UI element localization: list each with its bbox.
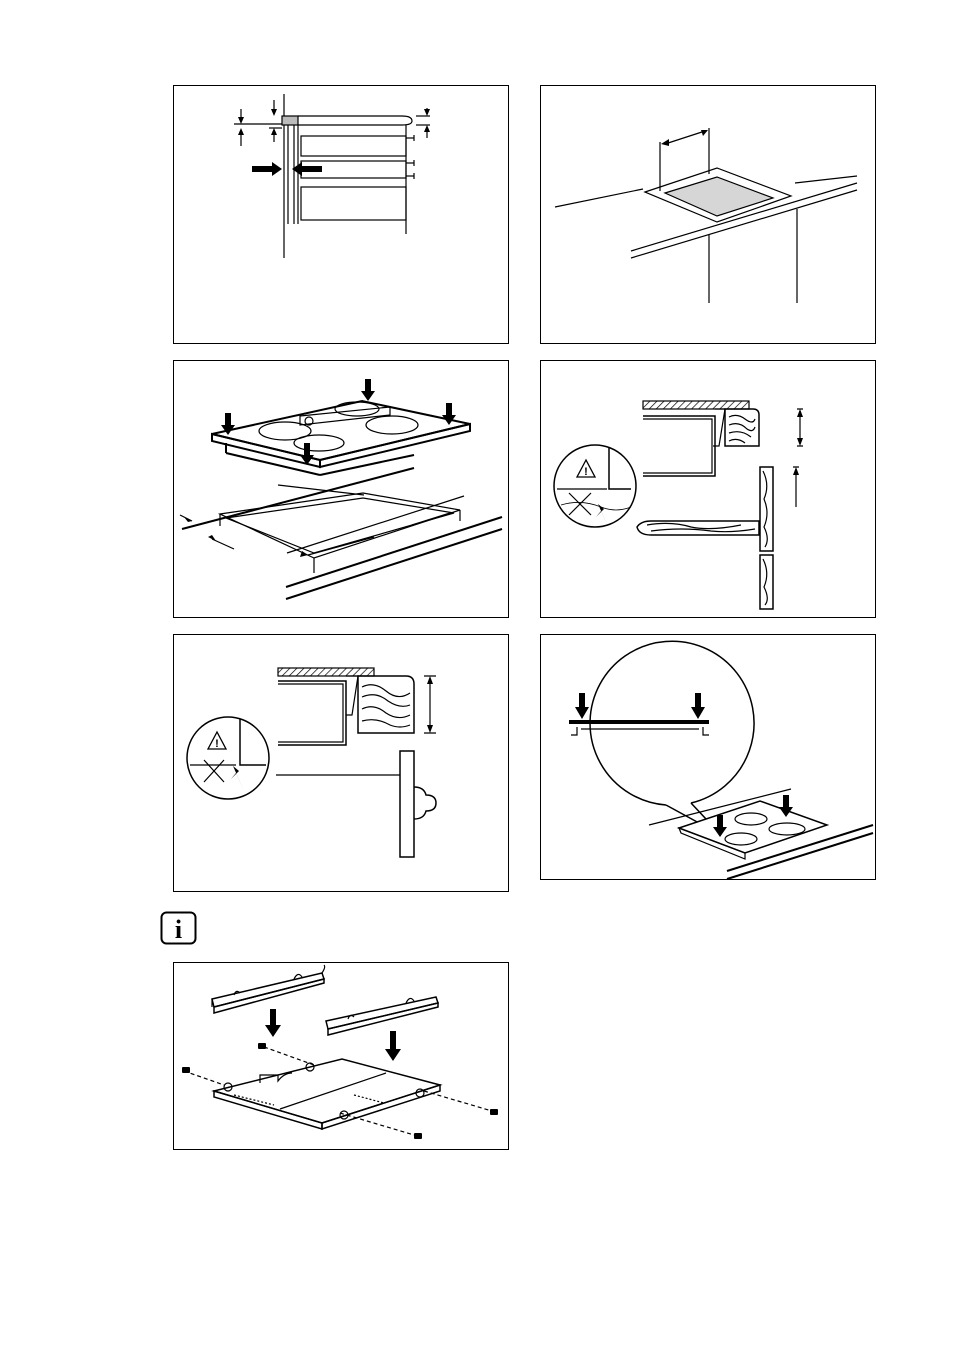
warning-triangle-icon: ! bbox=[215, 738, 219, 750]
worktop-cutout-drawing bbox=[541, 86, 877, 345]
figure-worktop-cutout bbox=[540, 85, 876, 344]
figure-clearance-section bbox=[173, 85, 509, 344]
figure-installed-detail bbox=[540, 634, 876, 880]
door-warning-drawing: ! bbox=[174, 635, 510, 893]
info-icon-glyph: i bbox=[175, 915, 182, 944]
figure-hob-insertion bbox=[173, 360, 509, 618]
hob-insertion-drawing bbox=[174, 361, 510, 619]
protection-box-drawing bbox=[174, 963, 510, 1151]
warning-triangle-icon: ! bbox=[584, 466, 588, 478]
info-icon: i bbox=[160, 911, 197, 945]
figure-door-warning: ! bbox=[173, 634, 509, 892]
drawer-warning-drawing: ! bbox=[541, 361, 877, 619]
clearance-section-drawing bbox=[174, 86, 510, 345]
installed-detail-drawing bbox=[541, 635, 877, 881]
figure-drawer-warning: ! bbox=[540, 360, 876, 618]
figure-protection-box bbox=[173, 962, 509, 1150]
